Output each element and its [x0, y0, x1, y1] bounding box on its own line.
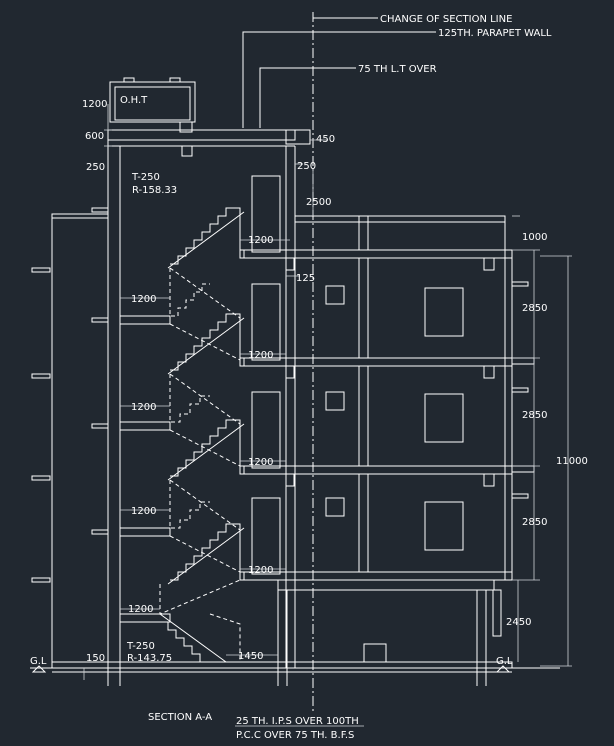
gl-right-label: G.L	[496, 656, 513, 667]
foundation-note-2: P.C.C OVER 75 TH. B.F.S	[236, 730, 354, 741]
roof-beam	[181, 145, 193, 157]
floor-slabs	[243, 249, 513, 581]
parapet-label: 125TH. PARAPET WALL	[438, 28, 552, 39]
parapet-wall	[294, 215, 506, 251]
oht-stand	[179, 121, 193, 133]
ramp-step	[363, 643, 387, 663]
dim-450: 450	[316, 134, 335, 145]
tread-top: T-250	[131, 172, 160, 183]
wall-bracket	[31, 373, 51, 379]
landing-dim: 1200	[248, 235, 273, 246]
oht-tank-inner	[114, 86, 191, 121]
dim-250-right: 250	[297, 161, 316, 172]
stair-flights-hidden	[159, 267, 241, 662]
windows	[325, 285, 464, 551]
stair-landing	[119, 527, 171, 537]
dim-250-left: 250	[86, 162, 105, 173]
gl-left-label: G.L	[30, 656, 47, 667]
dim-125: 125	[296, 273, 315, 284]
wall-bracket	[91, 529, 109, 535]
tread-bottom: T-250	[126, 641, 155, 652]
stair-flights	[159, 207, 245, 663]
room-walls	[358, 250, 513, 580]
wall-bracket	[91, 317, 109, 323]
left-projection	[51, 213, 108, 662]
dim-600: 600	[85, 131, 104, 142]
wall-bracket	[31, 267, 51, 273]
landing-dim: 1200	[128, 604, 153, 615]
beams	[285, 257, 495, 487]
dim-1000: 1000	[522, 232, 547, 243]
opening	[251, 283, 281, 361]
stair-landing	[119, 421, 171, 431]
landing-dim: 1200	[248, 565, 273, 576]
stilt-structure	[277, 579, 495, 591]
wall-bracket	[31, 577, 51, 583]
dim-11000: 11000	[556, 456, 588, 467]
dim-1450: 1450	[238, 651, 263, 662]
dim-2450: 2450	[506, 617, 531, 628]
wall-bracket	[31, 475, 51, 481]
leader-parapet	[242, 31, 436, 128]
lt-over-label: 75 TH L.T OVER	[358, 64, 437, 75]
opening	[251, 497, 281, 575]
stilt-column	[492, 589, 502, 637]
dim-1200-tank: 1200	[82, 99, 107, 110]
oht-tank	[109, 81, 196, 123]
dim-2850-b: 2850	[522, 410, 547, 421]
oht-label: O.H.T	[120, 95, 148, 106]
section-title: SECTION A-A	[148, 712, 212, 723]
oht-cap	[123, 77, 135, 83]
landing-dim: 1200	[131, 294, 156, 305]
oht-cap	[169, 77, 181, 83]
dim-2850-a: 2850	[522, 303, 547, 314]
dim-2850-c: 2850	[522, 517, 547, 528]
opening	[251, 391, 281, 469]
opening	[251, 175, 281, 253]
dimension-lines	[83, 104, 572, 727]
landing-dim: 1200	[248, 350, 273, 361]
riser-bottom: R-143.75	[127, 653, 172, 664]
wall-bracket	[91, 207, 109, 213]
change-of-section-label: CHANGE OF SECTION LINE	[380, 14, 512, 25]
riser-top: R-158.33	[132, 185, 177, 196]
landing-dim: 1200	[248, 457, 273, 468]
roof-slab	[107, 129, 296, 141]
gl-marker-left	[31, 665, 47, 673]
foundation-note-1: 25 TH. I.P.S OVER 100TH	[236, 716, 359, 727]
landing-dim: 1200	[131, 402, 156, 413]
leader-lt-over	[259, 67, 356, 128]
wall-bracket	[91, 423, 109, 429]
ground-slab	[51, 661, 513, 669]
gl-marker-right	[495, 665, 511, 673]
landing-dim: 1200	[131, 506, 156, 517]
roof-slab-edge	[285, 129, 311, 145]
stair-landing	[119, 315, 171, 325]
stair-landing	[239, 249, 287, 259]
dim-150: 150	[86, 653, 105, 664]
stair-landing	[119, 613, 171, 623]
dim-2500: 2500	[306, 197, 331, 208]
